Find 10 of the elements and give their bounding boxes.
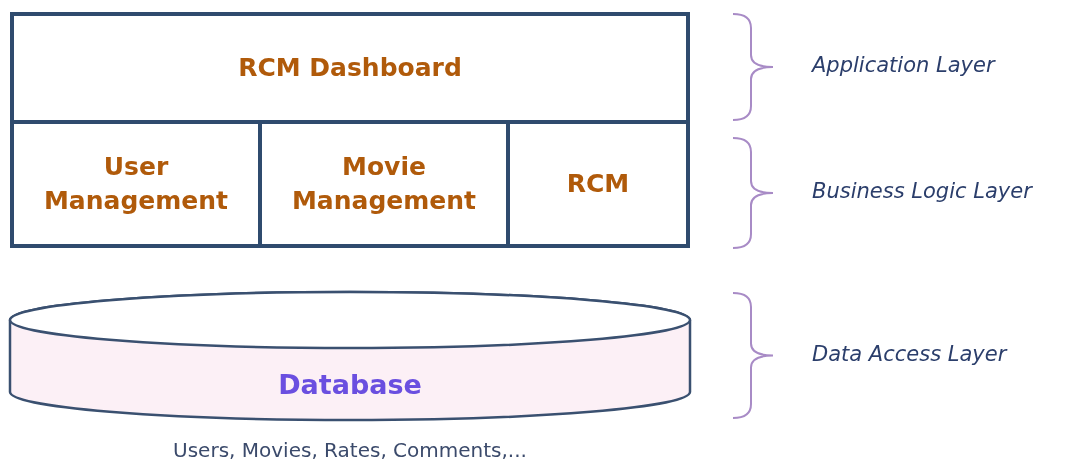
node-label: RCM Dashboard: [238, 52, 462, 85]
data-caption: Users, Movies, Rates, Comments,...: [173, 438, 527, 462]
layer-label: Application Layer: [812, 53, 995, 77]
layer-label: Data Access Layer: [812, 341, 1007, 366]
node-label: Movie Management: [291, 151, 477, 217]
layer-label: Business Logic Layer: [812, 179, 1032, 203]
node-label: Database: [278, 367, 422, 402]
node-label: User Management: [43, 151, 229, 217]
database-cylinder: [8, 290, 692, 422]
node-label: RCM: [566, 168, 630, 201]
